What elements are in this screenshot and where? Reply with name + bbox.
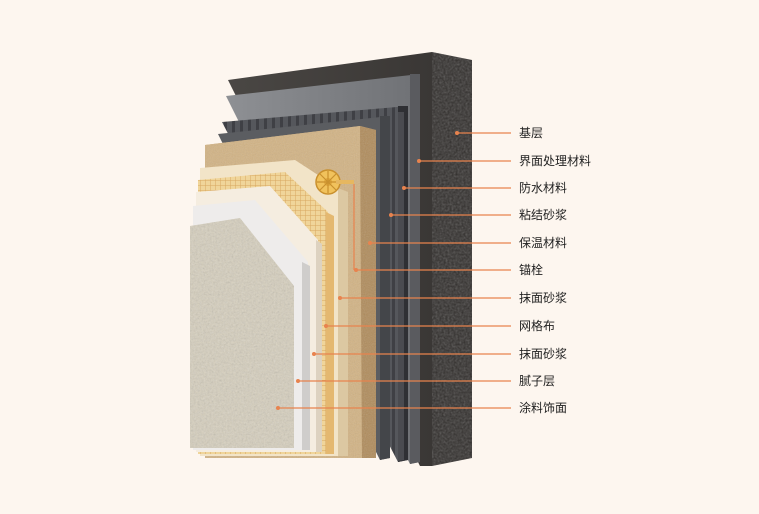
layer-label: 防水材料 [519,181,568,195]
callout-lines [276,131,511,410]
layer-label: 抹面砂浆 [519,291,568,305]
layer-label: 抹面砂浆 [519,347,568,361]
layer-label: 基层 [519,126,544,140]
layer-label: 网格布 [519,319,556,333]
paint-finish-layer [190,218,294,448]
layer-label: 界面处理材料 [519,154,592,168]
anchor-icon [315,169,354,195]
layer-label: 涂料饰面 [519,401,568,415]
layer-label: 腻子层 [519,374,556,388]
layer-label: 粘结砂浆 [519,208,568,222]
layer-label: 锚栓 [519,263,544,277]
layer-label: 保温材料 [519,236,568,250]
